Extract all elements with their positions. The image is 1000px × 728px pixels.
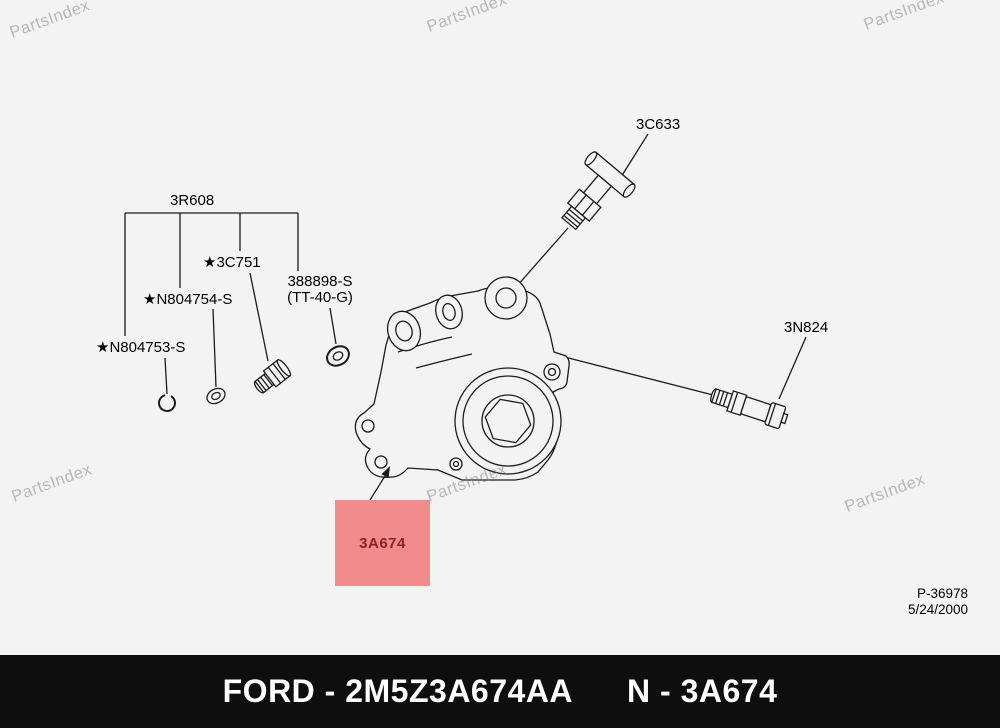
label-tee-fitting[interactable]: 3C633: [636, 116, 681, 133]
washer-drawing: [206, 387, 226, 405]
plate-number: P-36978: [916, 586, 968, 601]
reference-block: P-36978 5/24/2000: [908, 586, 968, 618]
label-seal-number: 388898-S: [287, 273, 353, 290]
pump-body-drawing: [354, 276, 570, 481]
label-pressure-switch[interactable]: 3N824: [784, 319, 829, 336]
footer-brand-part: FORD - 2M5Z3A674AA: [222, 673, 574, 709]
highlighted-part-box[interactable]: 3A674: [335, 500, 430, 586]
leader-lines: [164, 133, 807, 400]
highlighted-part-number: 3A674: [359, 534, 406, 552]
label-plug[interactable]: ★3C751: [203, 254, 261, 271]
pressure-switch-drawing: [710, 388, 789, 429]
footer-catalog-part: N - 3A674: [627, 673, 778, 709]
split-ring-drawing: [158, 394, 176, 412]
label-washer-upper[interactable]: ★N804754-S: [143, 291, 233, 308]
o-ring-seal-drawing: [326, 345, 350, 367]
label-assembly-group[interactable]: 3R608: [170, 192, 215, 209]
plate-date: 5/24/2000: [907, 602, 968, 617]
tee-fitting-drawing: [561, 151, 636, 231]
diagram-drawing: [124, 133, 807, 501]
highlight-arrow: [369, 466, 390, 501]
plug-drawing: [253, 359, 292, 394]
footer-bar: FORD - 2M5Z3A674AA N - 3A674: [0, 655, 1000, 728]
label-seal-spec: (TT-40-G): [287, 289, 353, 306]
assembly-bracket-lines: [124, 212, 299, 336]
label-seal[interactable]: 388898-S (TT-40-G): [282, 274, 358, 306]
label-washer-lower[interactable]: ★N804753-S: [96, 339, 186, 356]
